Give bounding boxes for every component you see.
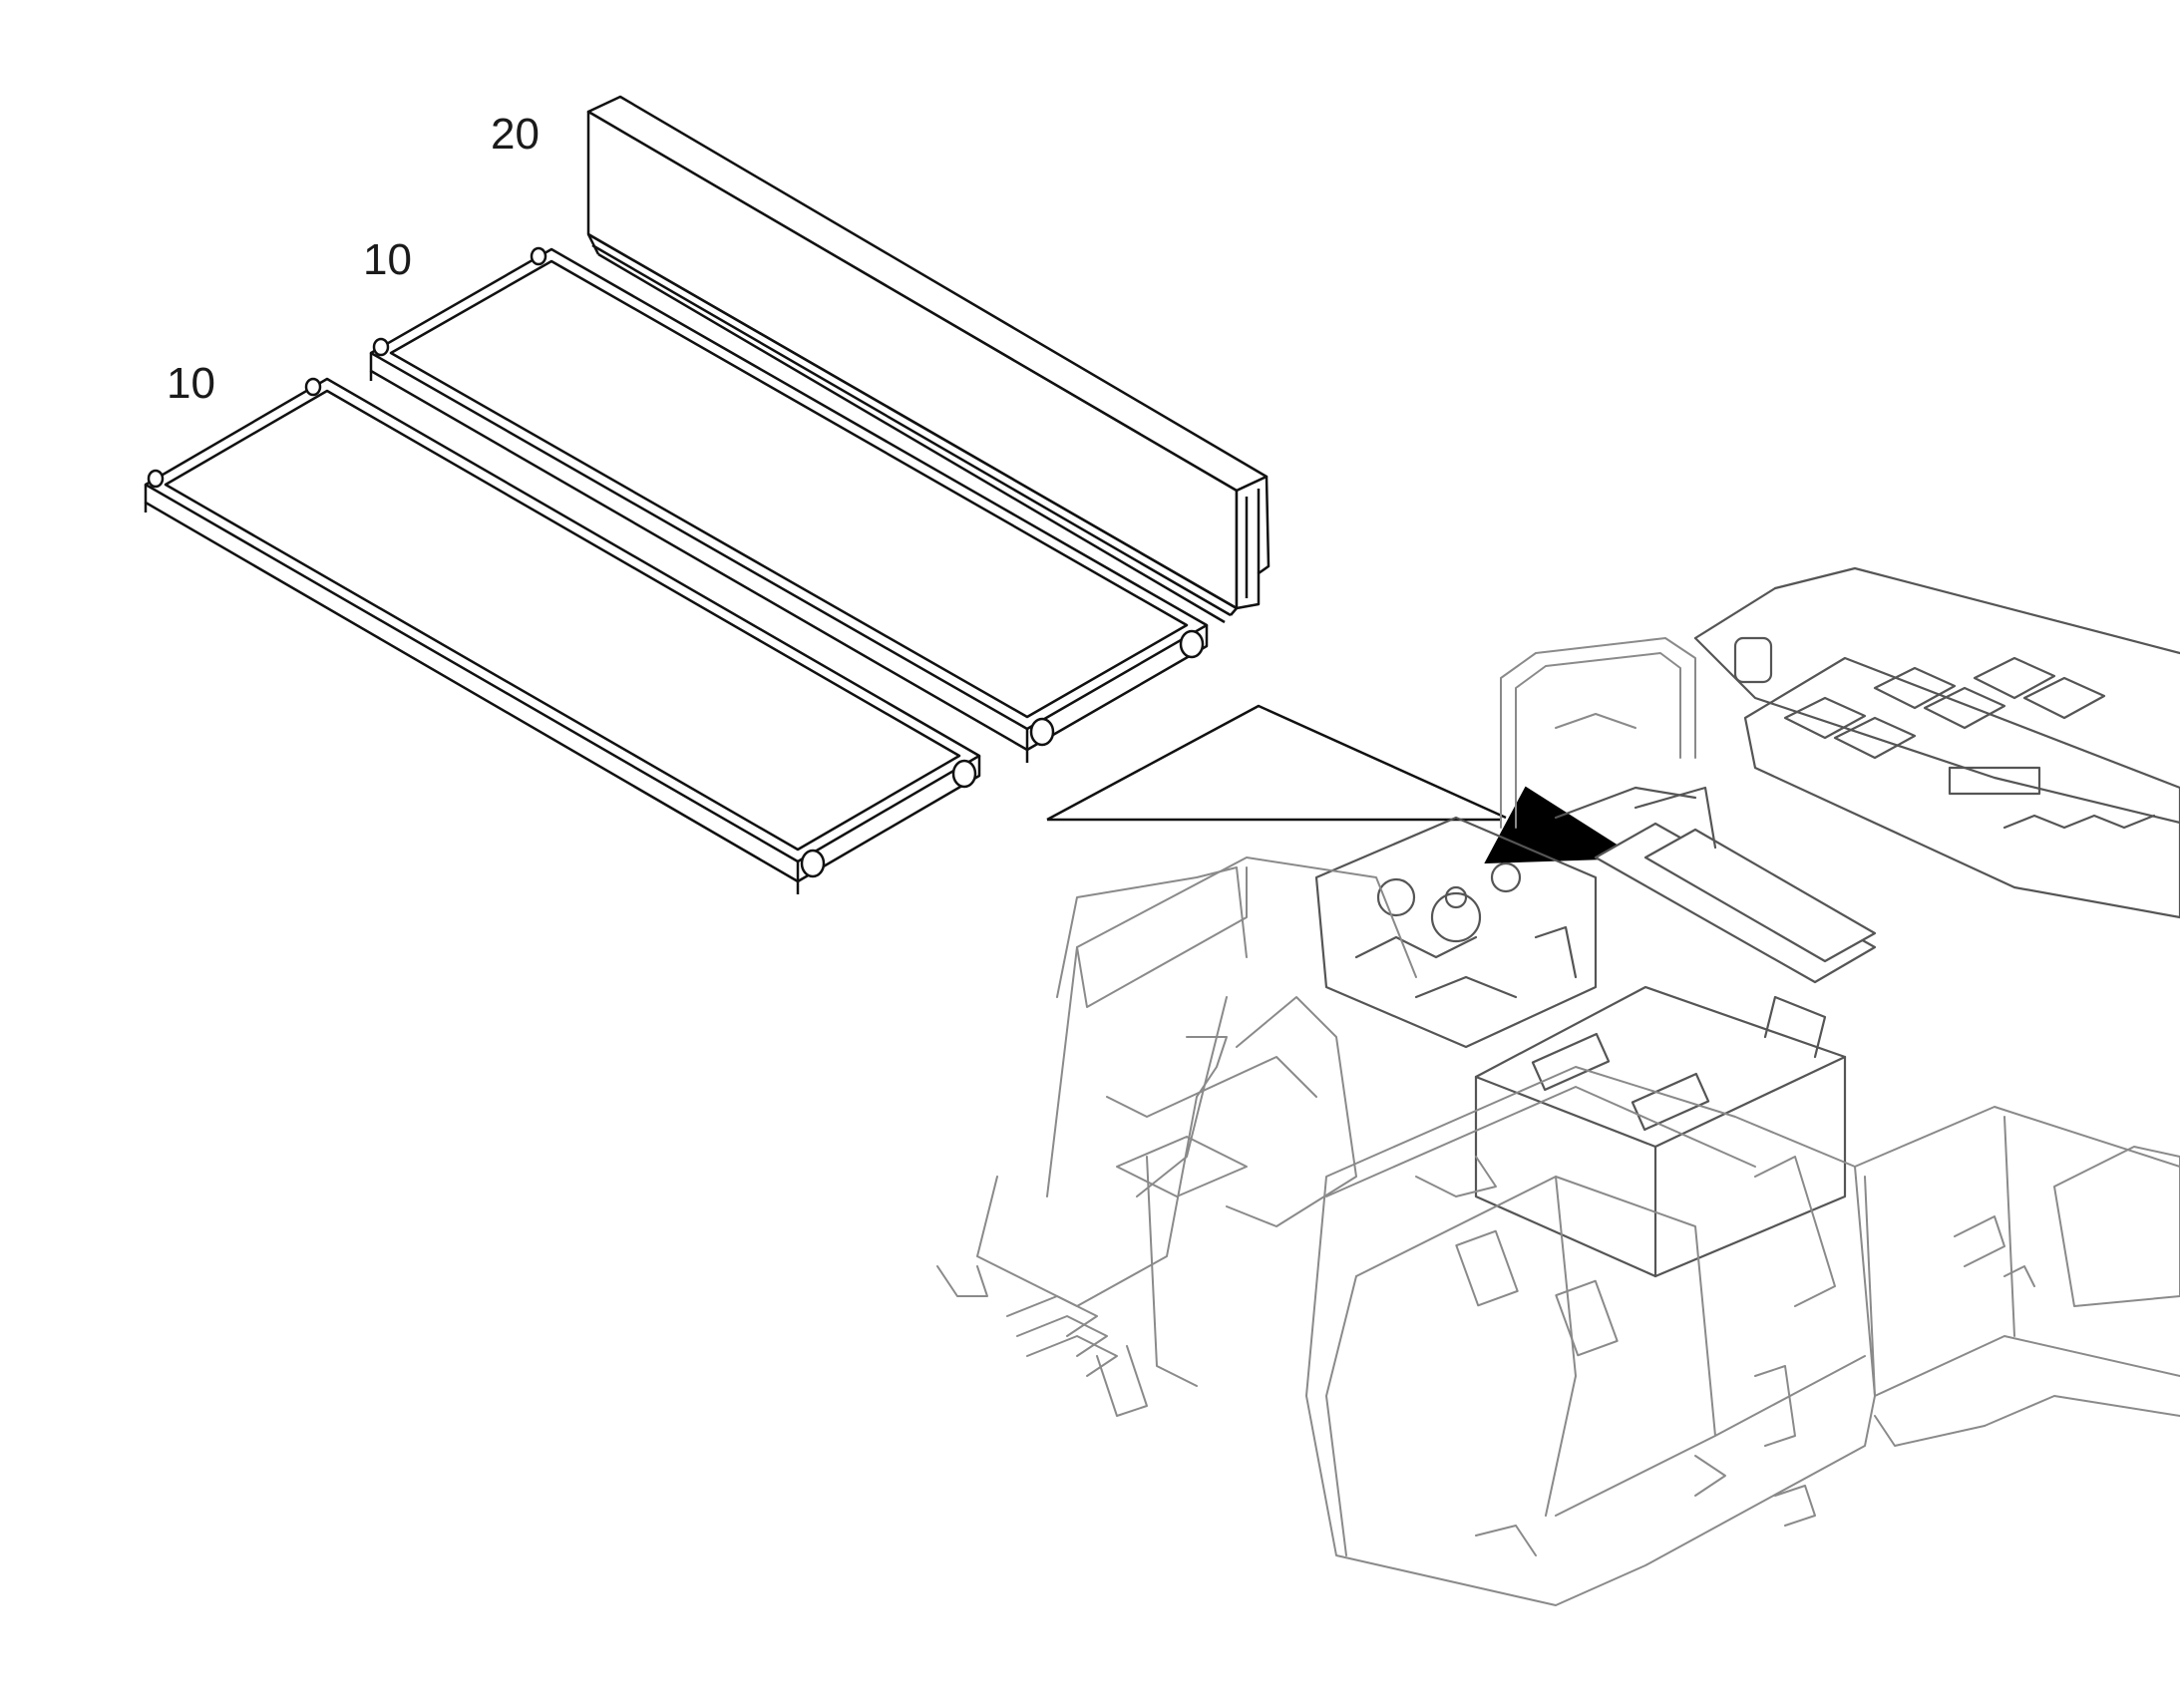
- callout-label-20: 20: [491, 110, 540, 159]
- machine-illustration: [936, 566, 2180, 1606]
- part-10-front-panel: [144, 377, 981, 894]
- callout-label-10-front: 10: [167, 359, 215, 408]
- part-10-rear-panel: [369, 246, 1209, 763]
- detail-callout-wedge: [1046, 704, 1507, 822]
- part-20-cover: [586, 95, 1271, 624]
- pointer-arrow-icon: [1484, 786, 1639, 864]
- callout-label-10-rear: 10: [363, 235, 412, 284]
